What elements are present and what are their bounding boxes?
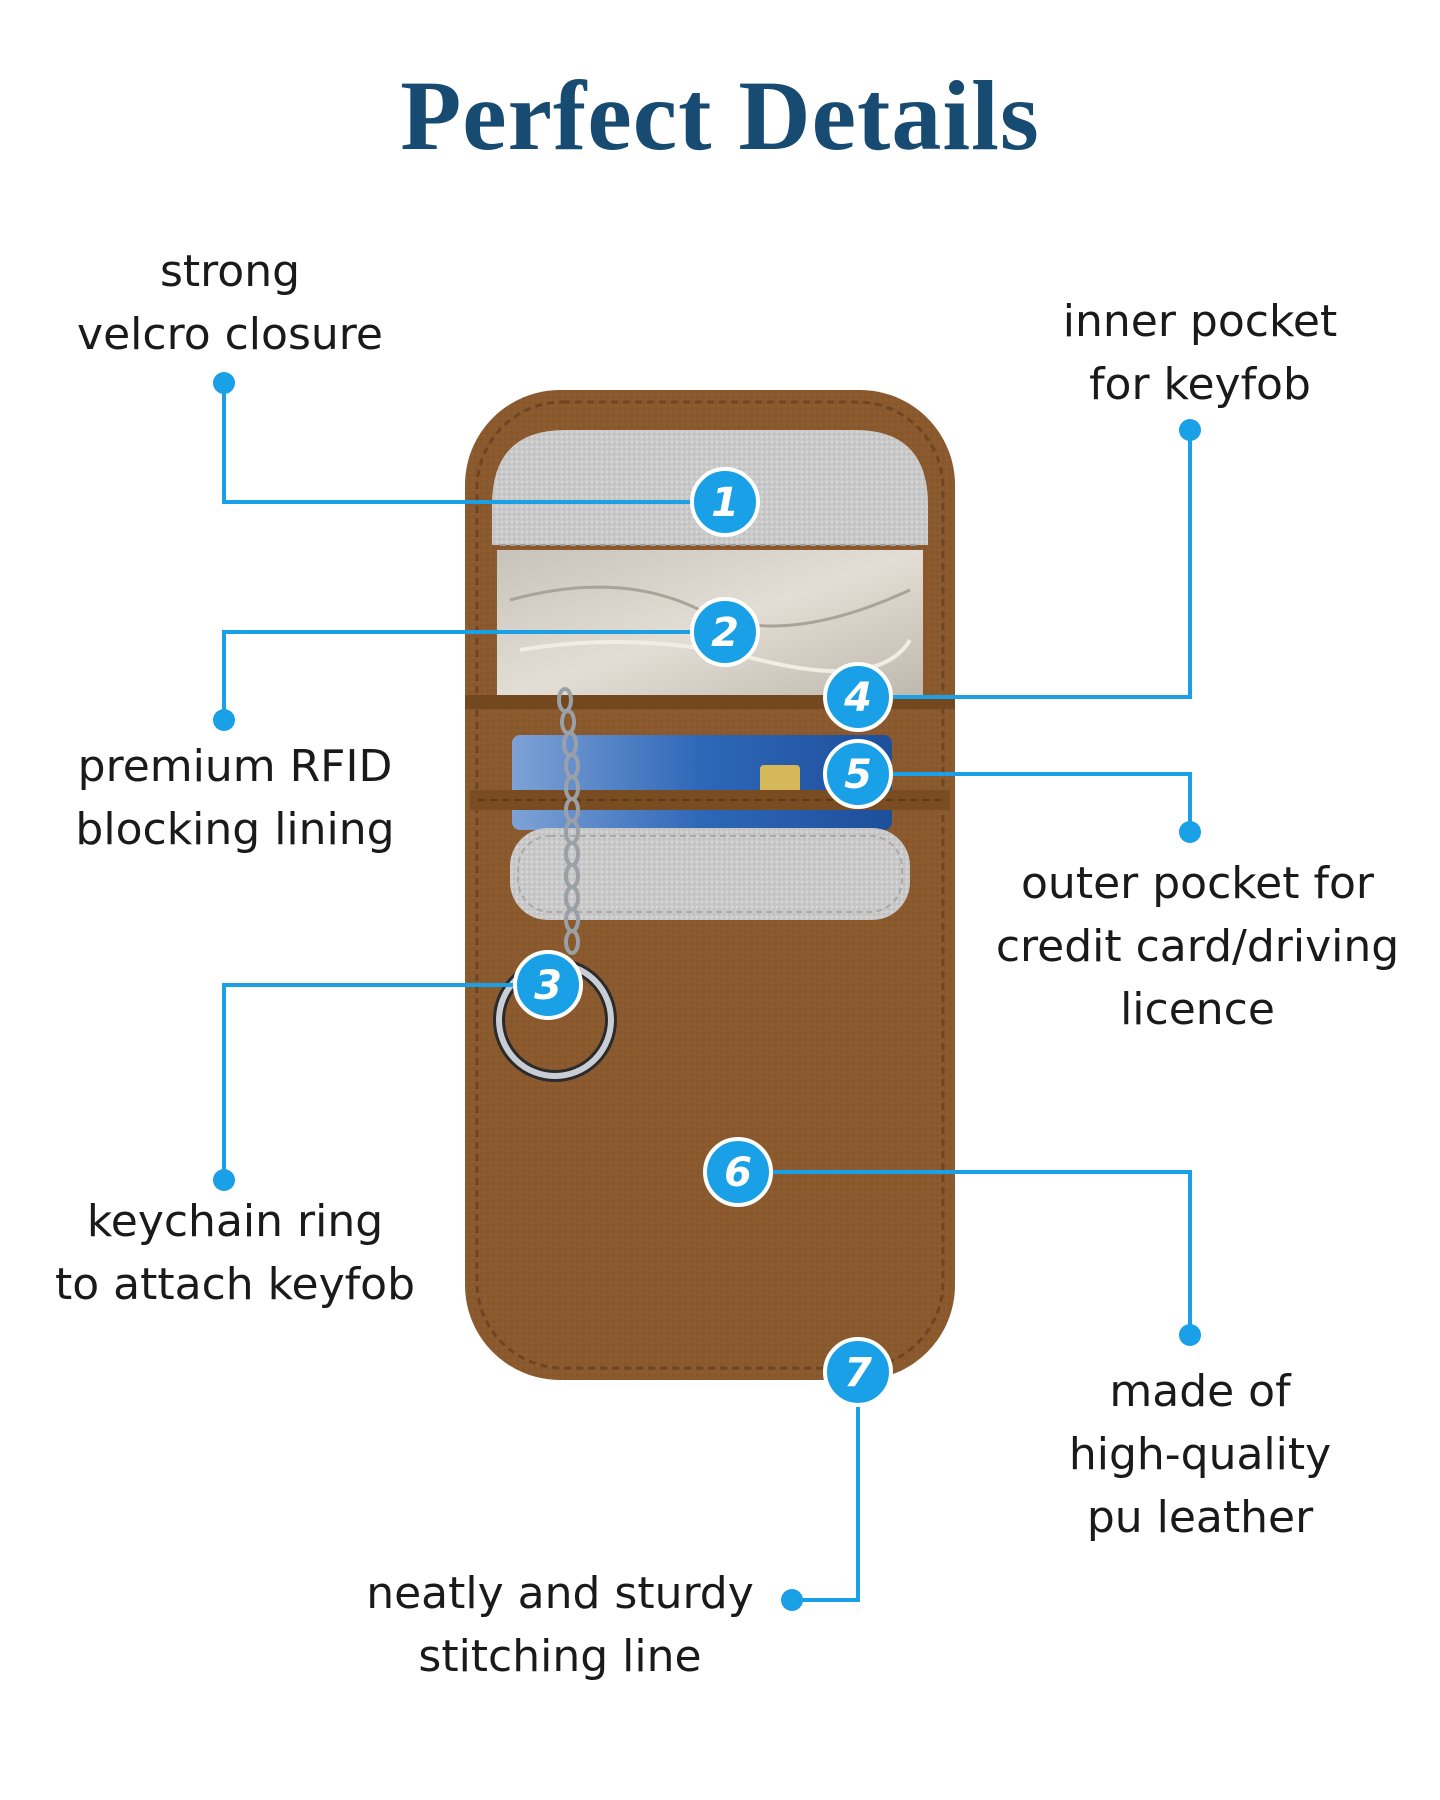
badge-4: 4 xyxy=(823,662,893,732)
label-velcro-line-2: velcro closure xyxy=(77,309,383,360)
label-leather-line-2: high-quality xyxy=(1068,1429,1332,1480)
label-rfid-line-2: blocking lining xyxy=(75,804,395,855)
callout-dots xyxy=(213,372,1201,1611)
label-stitching-line: neatly and sturdy stitching line xyxy=(340,1562,780,1688)
label-velcro-line-1: strong xyxy=(159,246,301,297)
badge-5: 5 xyxy=(823,739,893,809)
badge-4-number: 4 xyxy=(843,675,872,721)
label-rfid-line-1: premium RFID xyxy=(77,741,393,792)
label-keychain-line-1: keychain ring xyxy=(86,1196,384,1247)
badge-1: 1 xyxy=(690,467,760,537)
label-rfid-lining: premium RFID blocking lining xyxy=(40,735,430,861)
badge-7: 7 xyxy=(823,1337,893,1407)
callout-lines xyxy=(222,383,1192,1602)
label-inner-pocket: inner pocket for keyfob xyxy=(1000,290,1400,416)
label-keychain-ring: keychain ring to attach keyfob xyxy=(30,1190,440,1316)
label-stitching-line-2: stitching line xyxy=(418,1631,702,1682)
label-leather-line-1: made of xyxy=(1109,1366,1291,1417)
label-leather-line-3: pu leather xyxy=(1086,1492,1314,1543)
label-pu-leather: made of high-quality pu leather xyxy=(1000,1360,1400,1549)
badge-7-number: 7 xyxy=(844,1350,872,1396)
label-outer-pocket-line-2: credit card/driving xyxy=(995,921,1400,972)
label-stitching-line-1: neatly and sturdy xyxy=(366,1568,754,1619)
faraday-pouch xyxy=(465,390,955,1380)
label-velcro-closure: strong velcro closure xyxy=(40,240,420,366)
badge-5-number: 5 xyxy=(844,752,872,798)
badge-1-number: 1 xyxy=(711,480,739,526)
badge-2: 2 xyxy=(690,597,760,667)
label-outer-pocket-line-1: outer pocket for xyxy=(1021,858,1374,909)
badge-2-number: 2 xyxy=(711,610,739,656)
badge-6: 6 xyxy=(703,1137,773,1207)
label-inner-pocket-line-1: inner pocket xyxy=(1062,296,1338,347)
label-inner-pocket-line-2: for keyfob xyxy=(1089,359,1311,410)
badge-6-number: 6 xyxy=(724,1150,752,1196)
label-outer-pocket: outer pocket for credit card/driving lic… xyxy=(975,852,1420,1041)
label-outer-pocket-line-3: licence xyxy=(1120,984,1275,1035)
badge-3-number: 3 xyxy=(534,963,562,1009)
label-keychain-line-2: to attach keyfob xyxy=(54,1259,415,1310)
badge-3: 3 xyxy=(513,950,583,1020)
page-title: Perfect Details xyxy=(400,60,1040,171)
